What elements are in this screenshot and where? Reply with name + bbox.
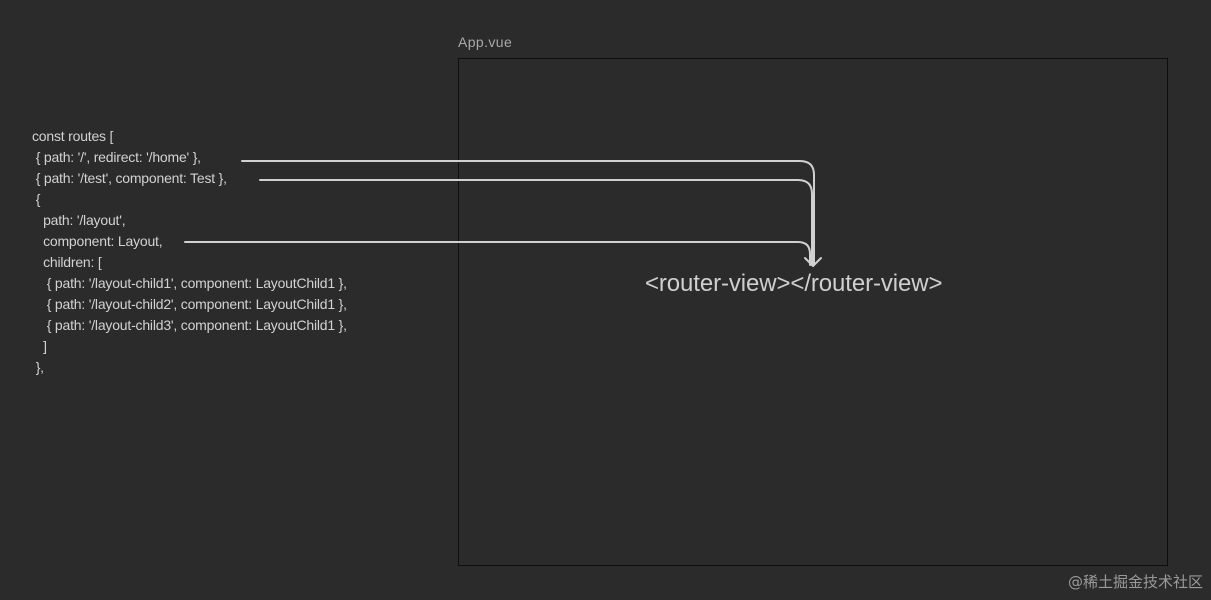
- code-line: ]: [32, 338, 47, 354]
- code-line: { path: '/layout-child1', component: Lay…: [32, 275, 347, 291]
- code-line: { path: '/layout-child3', component: Lay…: [32, 317, 347, 333]
- code-line: path: '/layout',: [32, 212, 126, 228]
- code-line: children: [: [32, 254, 102, 270]
- code-line: component: Layout,: [32, 233, 163, 249]
- routes-code-block: const routes [ { path: '/', redirect: '/…: [32, 126, 347, 378]
- code-line: },: [32, 359, 44, 375]
- app-vue-title: App.vue: [458, 34, 513, 50]
- router-view-tag: <router-view></router-view>: [645, 270, 943, 297]
- code-line: {: [32, 191, 41, 207]
- code-line: { path: '/', redirect: '/home' },: [32, 149, 201, 165]
- app-vue-frame: [458, 58, 1168, 566]
- code-line: { path: '/test', component: Test },: [32, 170, 227, 186]
- watermark-text: @稀土掘金技术社区: [1067, 573, 1203, 591]
- code-line: const routes [: [32, 128, 114, 144]
- code-line: { path: '/layout-child2', component: Lay…: [32, 296, 347, 312]
